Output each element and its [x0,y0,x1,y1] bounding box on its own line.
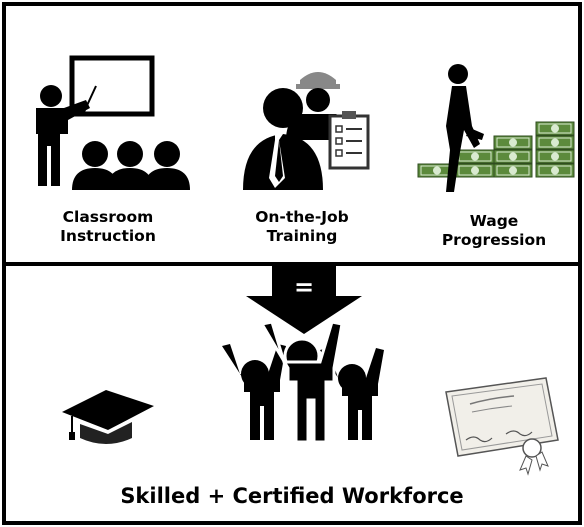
money-bill [455,163,495,178]
money-bill [417,163,457,178]
money-bill [455,149,495,164]
money-bill [493,149,533,164]
money-stack [417,121,575,178]
mentor-worker-clipboard-icon [243,72,370,190]
money-bill [493,135,533,150]
money-bill [535,121,575,136]
wage-label-line1: Wage [469,212,519,230]
wage-label: Wage Progression [434,212,554,250]
equals-symbol: = [294,273,314,301]
outcome-title: Skilled + Certified Workforce [120,484,464,508]
classroom-label-line1: Classroom [62,208,154,226]
money-bill [493,163,533,178]
classroom-label: Classroom Instruction [48,208,168,246]
ojt-label: On-the-Job Training [240,208,364,246]
money-bill [535,149,575,164]
classroom-teacher-icon [36,55,190,190]
whiteboard [69,55,155,117]
certificate-icon [445,377,559,476]
money-stairs-climber-icon [417,64,575,192]
ojt-label-line1: On-the-Job [255,208,349,226]
classroom-label-line2: Instruction [60,227,156,245]
money-bill [535,163,575,178]
graduation-cap-icon [62,390,154,444]
cheering-workers-icon [222,320,384,444]
equals-arrow: = [246,266,362,334]
money-bill [535,135,575,150]
ojt-label-line2: Training [266,227,338,245]
wage-label-line2: Progression [441,231,547,249]
